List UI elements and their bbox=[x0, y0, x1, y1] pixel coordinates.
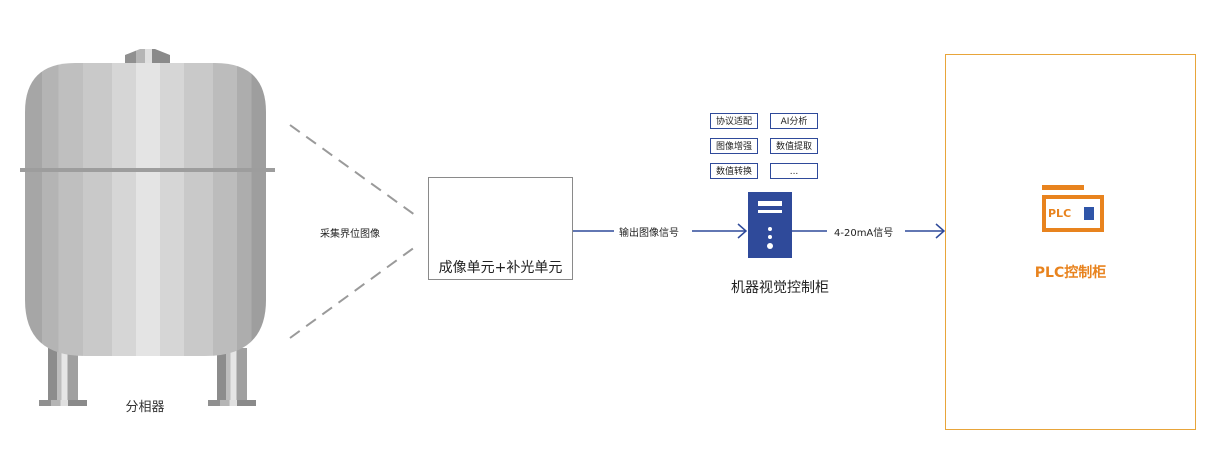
tank-band bbox=[20, 168, 275, 172]
tank-nozzle bbox=[125, 49, 170, 63]
link1-arrowhead bbox=[737, 223, 748, 239]
vision-cabinet-label: 机器视觉控制柜 bbox=[731, 280, 829, 296]
tank-label: 分相器 bbox=[125, 400, 165, 415]
server-cabinet-icon bbox=[748, 192, 792, 258]
imaging-unit-box[interactable]: 成像单元+补光单元 bbox=[428, 177, 573, 280]
view-line-upper bbox=[289, 124, 416, 216]
plc-cabinet-box[interactable] bbox=[945, 54, 1196, 430]
function-tag: 协议适配 bbox=[710, 113, 758, 129]
function-tag: 图像增强 bbox=[710, 138, 758, 154]
link2-arrowhead bbox=[935, 223, 946, 239]
tank-body bbox=[25, 63, 266, 356]
function-tag: AI分析 bbox=[770, 113, 818, 129]
tank-foot-right bbox=[208, 400, 256, 406]
plc-icon-text: PLC bbox=[1048, 207, 1072, 220]
link1-label: 输出图像信号 bbox=[619, 224, 679, 239]
plc-icon bbox=[1042, 185, 1104, 232]
link2-label: 4-20mA信号 bbox=[834, 224, 894, 239]
tank-leg-left bbox=[48, 348, 78, 402]
capture-label: 采集界位图像 bbox=[320, 225, 380, 240]
tank-foot-left bbox=[39, 400, 87, 406]
view-line-lower bbox=[289, 246, 416, 339]
function-tag: ... bbox=[770, 163, 818, 179]
tank-leg-right bbox=[217, 348, 247, 402]
function-tag: 数值转换 bbox=[710, 163, 758, 179]
imaging-unit-label: 成像单元+补光单元 bbox=[438, 260, 563, 276]
function-tag: 数值提取 bbox=[770, 138, 818, 154]
separator-tank-icon bbox=[20, 49, 275, 406]
plc-cabinet-label: PLC控制柜 bbox=[1034, 265, 1107, 281]
